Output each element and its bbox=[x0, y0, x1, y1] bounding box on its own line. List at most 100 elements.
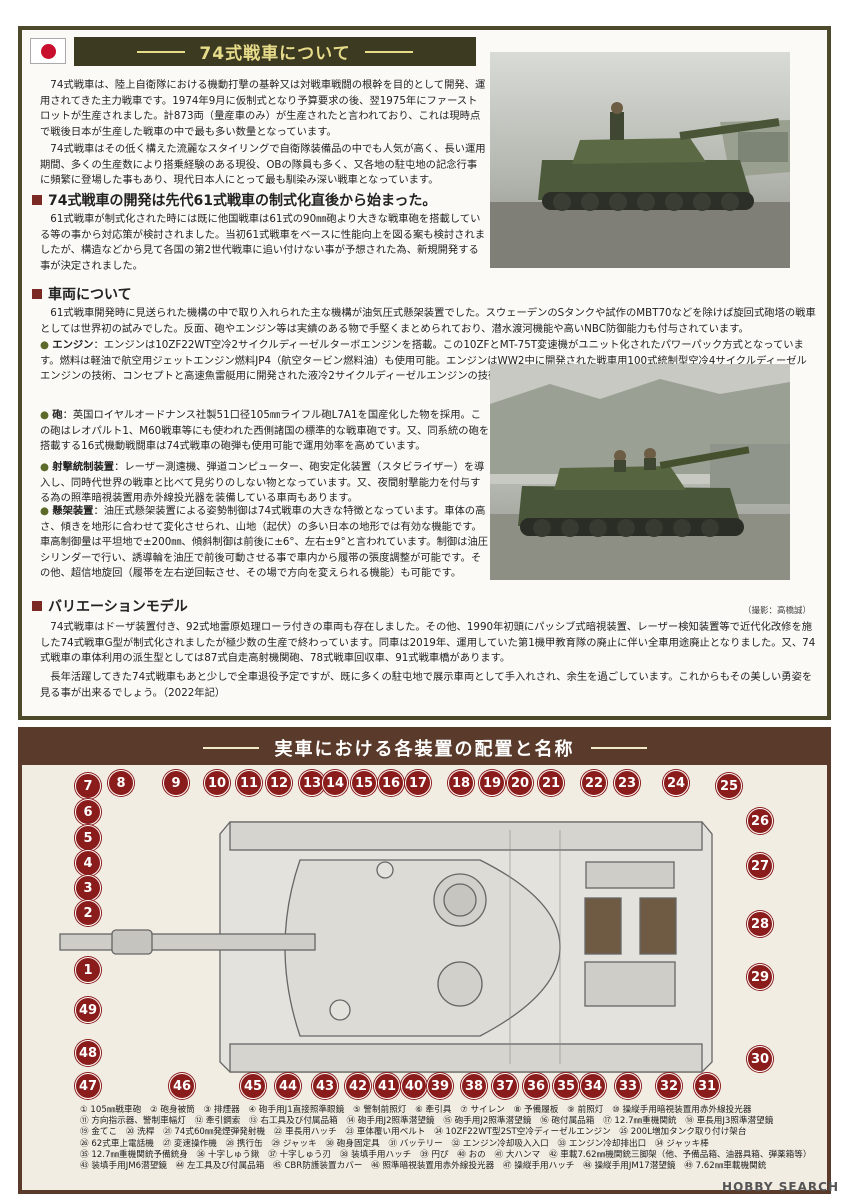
legend-item: ㉗ 変速操作機 bbox=[162, 1138, 217, 1149]
legend-item: ㉙ ジャッキ bbox=[271, 1138, 317, 1149]
callout-8: 8 bbox=[108, 770, 134, 796]
callout-16: 16 bbox=[378, 770, 404, 796]
callout-3: 3 bbox=[75, 875, 101, 901]
legend-item: ㉚ 砲身固定具 bbox=[325, 1138, 380, 1149]
legend-item: ⑳ 洗桿 bbox=[125, 1127, 155, 1138]
callout-12: 12 bbox=[266, 770, 292, 796]
japan-flag-icon bbox=[30, 38, 66, 64]
legend-item: ㊽ 操縦手用JM17潜望鏡 bbox=[583, 1161, 676, 1172]
callout-45: 45 bbox=[240, 1073, 266, 1099]
legend-item: ㉕ 200L増加タンク取り付け架台 bbox=[619, 1127, 747, 1138]
legend-item: ㉓ 車体覆い用ベルト bbox=[345, 1127, 426, 1138]
legend-item: ⑨ 前照灯 bbox=[567, 1105, 604, 1115]
development-heading: 74式戦車の開発は先代61式戦車の制式化直後から始まった。 bbox=[32, 190, 492, 210]
article-panel: 74式戦車について 74式戦車は、陸上自衛隊における機動打撃の基幹又は対戦車戦闘… bbox=[18, 26, 831, 720]
callout-23: 23 bbox=[614, 770, 640, 796]
callout-21: 21 bbox=[538, 770, 564, 796]
callout-25: 25 bbox=[716, 773, 742, 799]
legend-item: ㉖ 62式車上電話機 bbox=[80, 1138, 154, 1149]
intro-paragraph-1: 74式戦車は、陸上自衛隊における機動打撃の基幹又は対戦車戦闘の根幹を目的として開… bbox=[40, 79, 486, 138]
legend-item: ㊵ おの bbox=[457, 1149, 486, 1160]
legend-item: ④ 砲手用J1直接照準眼鏡 bbox=[248, 1105, 345, 1115]
legend-item: ⑮ 砲手用J2照準潜望鏡 bbox=[443, 1116, 532, 1127]
legend-item: ㉘ 携行缶 bbox=[225, 1138, 263, 1149]
legend-item: ⑯ 砲付属品箱 bbox=[540, 1116, 595, 1127]
callout-18: 18 bbox=[448, 770, 474, 796]
legend-item: ③ 排煙器 bbox=[203, 1105, 240, 1115]
legend-item: ㉛ バッテリー bbox=[388, 1138, 443, 1149]
callout-29: 29 bbox=[747, 964, 773, 990]
legend-item: ㊻ 照準暗視装置用赤外線投光器 bbox=[371, 1161, 495, 1172]
callout-44: 44 bbox=[275, 1073, 301, 1099]
fcs-paragraph: ● 射撃統制装置：レーザー測遠機、弾道コンピューター、砲安定化装置（スタビライザ… bbox=[40, 461, 485, 505]
legend-item: ㊷ 車載7.62㎜機関銃三脚架（他、予備品箱、油器具箱、弾薬箱等） bbox=[548, 1149, 812, 1160]
callout-17: 17 bbox=[405, 770, 431, 796]
callout-35: 35 bbox=[553, 1073, 579, 1099]
legend-item: ㊱ 十字しゅう鍬 bbox=[196, 1149, 260, 1160]
legend-item: ⑲ 金てこ bbox=[80, 1127, 118, 1138]
suspension-paragraph: ● 懸架装置：油圧式懸架装置による姿勢制御は74式戦車の大きな特徴となっています… bbox=[40, 505, 489, 580]
callout-24: 24 bbox=[663, 770, 689, 796]
tank-photo-top bbox=[490, 52, 790, 268]
callout-46: 46 bbox=[169, 1073, 195, 1099]
callout-49: 49 bbox=[75, 997, 101, 1023]
legend-item: ⑬ 右工具及び付属品箱 bbox=[249, 1116, 338, 1127]
legend-item: ⑪ 方向指示器、警制車幅灯 bbox=[80, 1116, 186, 1127]
callout-34: 34 bbox=[580, 1073, 606, 1099]
variation-paragraph: 74式戦車はドーザ装置付き、92式地雷原処理ローラ付きの車両も存在しました。その… bbox=[40, 621, 816, 665]
callout-9: 9 bbox=[163, 770, 189, 796]
callout-38: 38 bbox=[461, 1073, 487, 1099]
legend-item: ㊴ 円ぴ bbox=[420, 1149, 449, 1160]
callout-20: 20 bbox=[507, 770, 533, 796]
callout-48: 48 bbox=[75, 1040, 101, 1066]
callout-7: 7 bbox=[75, 773, 101, 799]
legend-item: ㊺ CBR防護装置カバー bbox=[273, 1161, 363, 1172]
vehicle-paragraph: 61式戦車開発時に見送られた機構の中で取り入れられた主な機構が油気圧式懸架装置で… bbox=[40, 307, 816, 335]
legend-item: ⑥ 牽引具 bbox=[415, 1105, 452, 1115]
callout-26: 26 bbox=[747, 808, 773, 834]
variation-heading: バリエーションモデル bbox=[32, 596, 188, 616]
legend-item: ㉝ エンジン冷却排出口 bbox=[557, 1138, 647, 1149]
callout-40: 40 bbox=[401, 1073, 427, 1099]
legend-item: ⑰ 12.7㎜重機関銃 bbox=[603, 1116, 677, 1127]
section-title-bar: 74式戦車について bbox=[74, 37, 476, 66]
photo-credit: （撮影：高橋誠） bbox=[742, 606, 811, 616]
callout-2: 2 bbox=[75, 900, 101, 926]
callout-10: 10 bbox=[204, 770, 230, 796]
legend-item: ㊶ 大ハンマ bbox=[494, 1149, 541, 1160]
gun-paragraph: ● 砲：英国ロイヤルオードナンス社製51口径105㎜ライフル砲L7A1を国産化し… bbox=[40, 409, 490, 453]
development-paragraph: 61式戦車が制式化された時には既に他国戦車は61式の90㎜砲より大きな戦車砲を搭… bbox=[40, 213, 486, 272]
callout-14: 14 bbox=[322, 770, 348, 796]
callout-4: 4 bbox=[75, 850, 101, 876]
tank-photo-bottom bbox=[490, 364, 790, 580]
callout-47: 47 bbox=[75, 1073, 101, 1099]
callout-6: 6 bbox=[75, 799, 101, 825]
callout-39: 39 bbox=[427, 1073, 453, 1099]
callout-42: 42 bbox=[345, 1073, 371, 1099]
diagram-title: 実車における各装置の配置と名称 bbox=[274, 739, 575, 760]
legend-item: ㊼ 操縦手用ハッチ bbox=[502, 1161, 575, 1172]
callout-41: 41 bbox=[374, 1073, 400, 1099]
hobby-search-watermark: HOBBY SEARCH bbox=[722, 1180, 839, 1194]
callout-22: 22 bbox=[581, 770, 607, 796]
callout-15: 15 bbox=[351, 770, 377, 796]
section-title: 74式戦車について bbox=[199, 44, 351, 64]
legend-item: ㊾ 7.62㎜車載機関銃 bbox=[684, 1161, 767, 1172]
callout-33: 33 bbox=[615, 1073, 641, 1099]
callout-1: 1 bbox=[75, 957, 101, 983]
legend-item: ㉑ 74式60㎜発煙弾発射機 bbox=[163, 1127, 266, 1138]
legend-item: ㊸ 装填手用JM6潜望鏡 bbox=[80, 1161, 167, 1172]
legend-item: ⑫ 牽引鋼索 bbox=[194, 1116, 241, 1127]
intro-paragraph-2: 74式戦車はその低く構えた流麗なスタイリングで自衛隊装備品の中でも人気が高く、長… bbox=[40, 143, 486, 187]
callout-31: 31 bbox=[694, 1073, 720, 1099]
legend-item: ㉟ 12.7㎜重機関銃予備銃身 bbox=[80, 1149, 188, 1160]
legend-item: ⑤ 警制前照灯 bbox=[352, 1105, 407, 1115]
callout-36: 36 bbox=[523, 1073, 549, 1099]
legend-item: ㉞ ジャッキ棒 bbox=[654, 1138, 709, 1149]
callout-43: 43 bbox=[312, 1073, 338, 1099]
legend-item: ① 105㎜戦車砲 bbox=[80, 1105, 142, 1115]
legend-item: ㊳ 装填手用ハッチ bbox=[339, 1149, 412, 1160]
legend-item: ㉜ エンジン冷却吸入入口 bbox=[451, 1138, 549, 1149]
parts-legend: ① 105㎜戦車砲 ② 砲身被筒 ③ 排煙器 ④ 砲手用J1直接照準眼鏡 ⑤ 警… bbox=[80, 1105, 820, 1197]
legend-item: ⑱ 車長用J3照準潜望鏡 bbox=[685, 1116, 774, 1127]
